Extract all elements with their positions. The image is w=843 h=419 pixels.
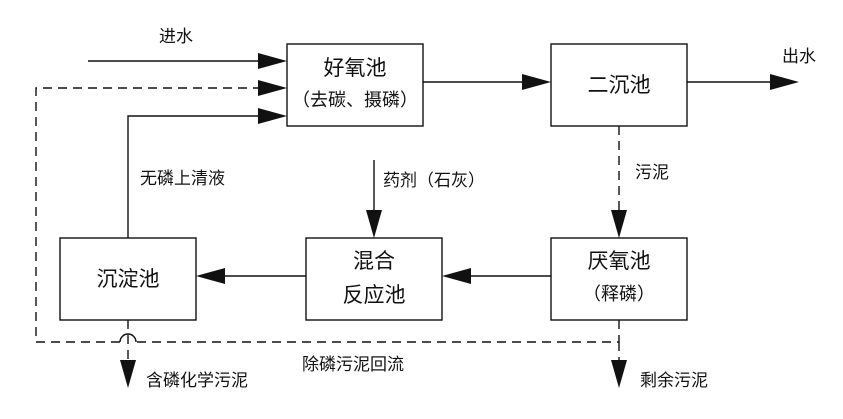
mixing-reactor-node: 混合 反应池 xyxy=(305,237,443,321)
supernatant-label: 无磷上清液 xyxy=(140,169,225,189)
aerobic-tank-box xyxy=(286,43,424,127)
return-sludge-label: 除磷污泥回流 xyxy=(302,355,404,375)
chemical-sludge-arrow xyxy=(120,320,136,388)
sludge-label: 污泥 xyxy=(635,163,669,183)
aerobic-tank-subtitle: （去碳、摄磷） xyxy=(292,90,418,111)
outflow-label: 出水 xyxy=(782,47,816,67)
chemical-dosing-arrow xyxy=(366,160,382,238)
mixing-reactor-title: 混合 xyxy=(353,249,395,273)
supernatant-return-arrow xyxy=(127,108,287,238)
excess-sludge-label: 剩余污泥 xyxy=(640,371,708,391)
outflow-arrow xyxy=(687,74,799,90)
aerobic-tank-node: 好氧池 （去碳、摄磷） xyxy=(286,43,424,127)
excess-sludge-arrow xyxy=(611,342,627,388)
mixing-reactor-box xyxy=(305,237,443,321)
inflow-label: 进水 xyxy=(159,27,193,47)
chemical-sludge-label: 含磷化学污泥 xyxy=(146,371,248,391)
anaerobic-tank-subtitle: （释磷） xyxy=(583,284,655,305)
secondary-clarifier-node: 二沉池 xyxy=(550,43,688,127)
secondary-clarifier-title: 二沉池 xyxy=(588,73,651,97)
aerobic-tank-title: 好氧池 xyxy=(324,56,387,80)
secondary-clarifier-box xyxy=(550,43,688,127)
anaerobic-tank-title: 厌氧池 xyxy=(588,249,651,273)
anaerobic-tank-node: 厌氧池 （释磷） xyxy=(550,237,688,321)
anaerobic-to-mixing-arrow xyxy=(442,268,551,284)
chemical-label: 药剂（石灰） xyxy=(383,171,485,191)
settling-tank-node: 沉淀池 xyxy=(59,237,197,321)
mixing-reactor-subtitle: 反应池 xyxy=(343,283,406,307)
sludge-transfer-arrow xyxy=(611,126,627,238)
settling-tank-box xyxy=(59,237,197,321)
mixing-to-settling-arrow xyxy=(196,268,306,284)
settling-tank-title: 沉淀池 xyxy=(97,267,160,291)
aerobic-to-clarifier-arrow xyxy=(423,74,551,90)
inflow-arrow xyxy=(88,53,287,69)
